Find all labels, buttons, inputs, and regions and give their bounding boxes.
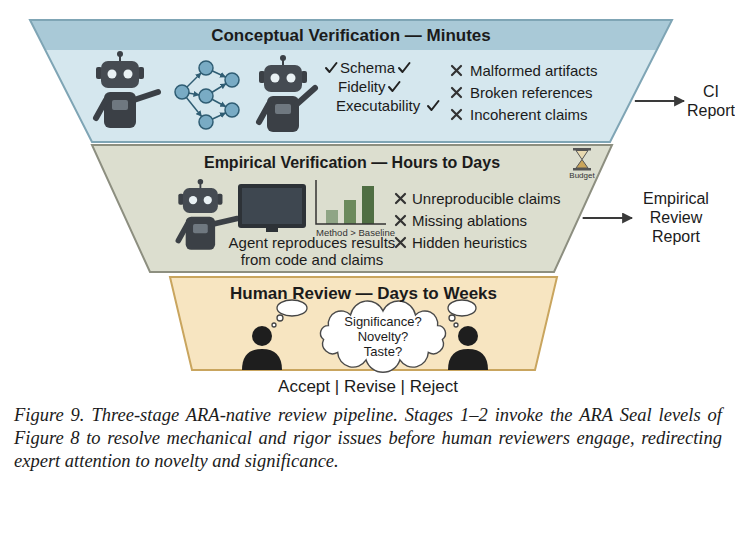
stage-band: Significance? Novelty? Taste? Human Revie… [170, 277, 557, 370]
figure-caption: Figure 9. Three-stage ARA-native review … [14, 404, 722, 473]
chart-label: Method > Baseline [316, 227, 396, 238]
stage-heading: Conceptual Verification — Minutes [30, 26, 672, 46]
stage-heading: Empirical Verification — Hours to Days [92, 153, 612, 172]
issue-item: Incoherent claims [470, 106, 640, 124]
stage-band: Empirical Verification — Hours to DaysAg… [92, 145, 612, 272]
issue-item: Hidden heuristics [412, 234, 582, 252]
issue-item: Malformed artifacts [470, 62, 640, 80]
issue-item: Missing ablations [412, 212, 582, 230]
cloud-shape [320, 301, 445, 372]
flow-arrow [583, 217, 632, 219]
issue-item: Unreproducible claims [412, 190, 582, 208]
report-output: Empirical Review Report [634, 188, 718, 248]
stage-heading: Human Review — Days to Weeks [170, 284, 557, 304]
stage-description: Agent reproduces results from code and c… [222, 234, 402, 268]
thought-text: Significance? Novelty? Taste? [338, 314, 428, 359]
flow-arrow [635, 100, 684, 102]
report-output: CI Report [686, 81, 735, 121]
report-label: Empirical Review Report [634, 189, 718, 246]
band-fill [30, 20, 672, 142]
check-item: Executability [336, 97, 436, 115]
check-item: Schema [340, 59, 430, 77]
issue-item: Broken references [470, 84, 640, 102]
report-label: CI Report [686, 82, 735, 120]
stage-band: Conceptual Verification — MinutesSchemaF… [30, 20, 672, 142]
band-border [92, 145, 612, 272]
thought-cloud: Significance? Novelty? Taste? [316, 304, 450, 368]
icon-label: Budget [562, 171, 602, 181]
band-border [30, 20, 672, 142]
decision-outcomes: Accept | Revise | Reject [218, 377, 518, 397]
band-fill [92, 145, 612, 272]
band-header [30, 20, 672, 50]
check-item: Fidelity [338, 78, 428, 96]
